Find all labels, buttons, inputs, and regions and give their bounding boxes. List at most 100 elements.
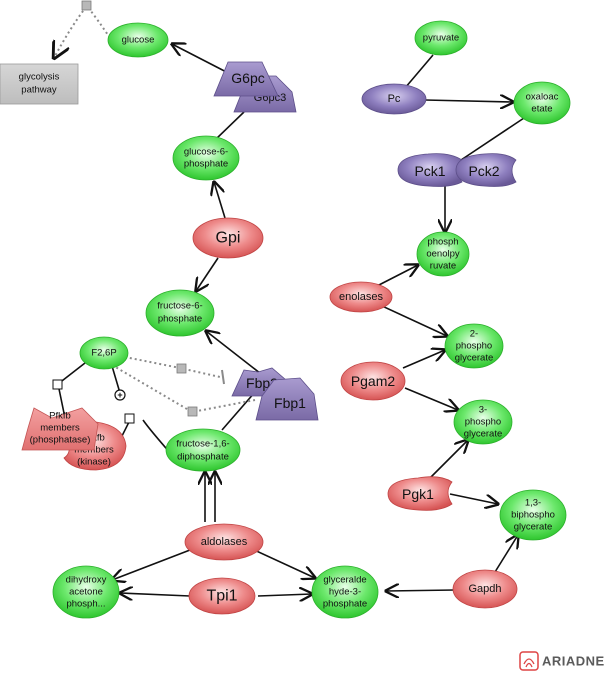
node-label: biphospho: [511, 510, 555, 521]
edge-fbp-f16dp: [221, 391, 256, 431]
glucose-6-phosphate-node[interactable]: glucose-6- phosphate: [172, 135, 240, 181]
node-label: glycerate: [464, 429, 503, 440]
node-label: pathway: [21, 85, 57, 96]
node-label: Pc: [388, 93, 401, 105]
edge-gapdh-g3p: [386, 590, 456, 591]
edge-fbp-f6p: [206, 331, 266, 378]
edge-aldolases-dhap: [112, 549, 191, 580]
process-square[interactable]: [52, 379, 63, 390]
node-label: oenolpy: [426, 249, 460, 260]
node-label: members: [40, 423, 80, 434]
fbp1-node[interactable]: Fbp1: [255, 377, 319, 421]
edge-pgk1-3pg: [429, 440, 468, 479]
node-label: Fbp1: [274, 395, 306, 411]
pck2-node[interactable]: Pck2: [455, 153, 517, 187]
node-label: oxaloac: [526, 92, 559, 103]
pfkfb-phosphatase-node[interactable]: Pfkfb members (phosphatase): [21, 407, 99, 451]
edge-f26p-fbp2-inhibit: [119, 355, 221, 378]
edge-pc-oaa: [424, 100, 513, 102]
node-label: fructose-6-: [157, 301, 202, 312]
node-label: (phosphatase): [30, 435, 91, 446]
node-label: Gpi: [216, 230, 241, 247]
positive-modifier: +: [114, 389, 126, 401]
gapdh-node[interactable]: Gapdh: [452, 569, 518, 609]
process-square[interactable]: [187, 406, 198, 417]
node-label: acetone: [69, 587, 103, 598]
fructose-16-diphosphate-node[interactable]: fructose-1,6- diphosphate: [165, 428, 241, 472]
node-label: fructose-1,6-: [176, 439, 229, 450]
edge-oaa-pck: [457, 115, 528, 163]
phosphoenolpyruvate-node[interactable]: phosph oenolpy ruvate: [416, 231, 470, 277]
edge-enolases-pep: [376, 265, 418, 287]
node-label: Tpi1: [206, 588, 237, 605]
node-label: glycerate: [514, 522, 553, 533]
pc-node[interactable]: Pc: [361, 83, 427, 115]
dihydroxyacetone-phosphate-node[interactable]: dihydroxy acetone phosph...: [52, 565, 120, 619]
glyceraldehyde-3-phosphate-node[interactable]: glyceralde hyde-3- phosphate: [311, 565, 379, 619]
process-square[interactable]: [81, 0, 92, 11]
node-label: dihydroxy: [66, 575, 107, 586]
aldolases-node[interactable]: aldolases: [184, 523, 264, 561]
node-label: glycolysis: [19, 72, 60, 83]
glucose-node[interactable]: glucose: [107, 22, 169, 58]
node-label: hyde-3-: [329, 587, 361, 598]
inhibit-bar: [221, 369, 225, 385]
node-label: aldolases: [201, 536, 248, 548]
oxaloacetate-node[interactable]: oxaloac etate: [513, 81, 571, 125]
gpi-node[interactable]: Gpi: [192, 217, 264, 259]
node-label: phospho: [456, 341, 492, 352]
edge-aldolases-g3p: [249, 547, 315, 578]
node-label: Pck1: [414, 163, 445, 179]
node-label: enolases: [339, 291, 384, 303]
node-label: ruvate: [430, 261, 456, 272]
f26p-node[interactable]: F2,6P: [79, 336, 129, 370]
node-label: phosphate: [323, 599, 367, 610]
edges: [54, 5, 528, 596]
node-label: phosph: [427, 237, 458, 248]
node-label: glyceralde: [323, 575, 366, 586]
edge-tpi1-dhap: [120, 593, 191, 596]
phosphoglycerate-2-node[interactable]: 2- phospho glycerate: [444, 323, 504, 369]
biphosphoglycerate-13-node[interactable]: 1,3- biphospho glycerate: [499, 489, 567, 541]
edge-glucose-glycolysis-2: [54, 6, 87, 58]
edge-f26p-fbp1: [111, 364, 256, 414]
process-square[interactable]: [176, 363, 187, 374]
edge-pgk1-13bpg: [449, 493, 498, 504]
enolases-node[interactable]: enolases: [329, 281, 393, 313]
node-label: Pgam2: [351, 373, 396, 389]
node-label: glucose: [122, 35, 155, 46]
node-label: diphosphate: [177, 452, 229, 463]
edge-pgam2-3pg: [404, 387, 458, 410]
node-label: phosphate: [158, 314, 202, 325]
phosphoglycerate-3-node[interactable]: 3- phospho glycerate: [453, 399, 513, 445]
edge-tpi1-g3p: [257, 594, 312, 596]
plus-symbol: +: [117, 390, 122, 400]
node-label: pyruvate: [423, 33, 459, 44]
edge-pgam2-2pg: [402, 350, 445, 369]
glycolysis-pathway-node[interactable]: glycolysis pathway: [0, 63, 79, 105]
tpi1-node[interactable]: Tpi1: [188, 577, 256, 615]
node-label: Gapdh: [468, 583, 501, 595]
node-label: glucose-6-: [184, 147, 228, 158]
node-label: 1,3-: [525, 498, 541, 509]
edge-gpi-g6p: [214, 182, 226, 219]
fructose-6-phosphate-node[interactable]: fructose-6- phosphate: [145, 289, 215, 337]
pyruvate-node[interactable]: pyruvate: [414, 20, 468, 56]
node-label: Pgk1: [402, 486, 434, 502]
edge-f26p-pfkfb-k: [111, 365, 121, 394]
pck1-node[interactable]: Pck1: [397, 153, 463, 187]
node-label: Pck2: [468, 163, 499, 179]
logo-text: ARIADNE: [542, 654, 605, 669]
pgk1-node[interactable]: Pgk1: [387, 476, 453, 511]
node-label: Pfkfb: [49, 411, 71, 422]
node-label: phosph...: [66, 599, 105, 610]
pgam2-node[interactable]: Pgam2: [340, 361, 406, 401]
node-label: glycerate: [455, 353, 494, 364]
edge-g6pc3-g6p: [214, 111, 245, 141]
node-label: etate: [531, 104, 552, 115]
edge-pyruvate-pc: [404, 54, 434, 89]
process-square[interactable]: [124, 413, 135, 424]
node-label: phospho: [465, 417, 501, 428]
g6pc-node[interactable]: G6pc: [213, 61, 279, 97]
